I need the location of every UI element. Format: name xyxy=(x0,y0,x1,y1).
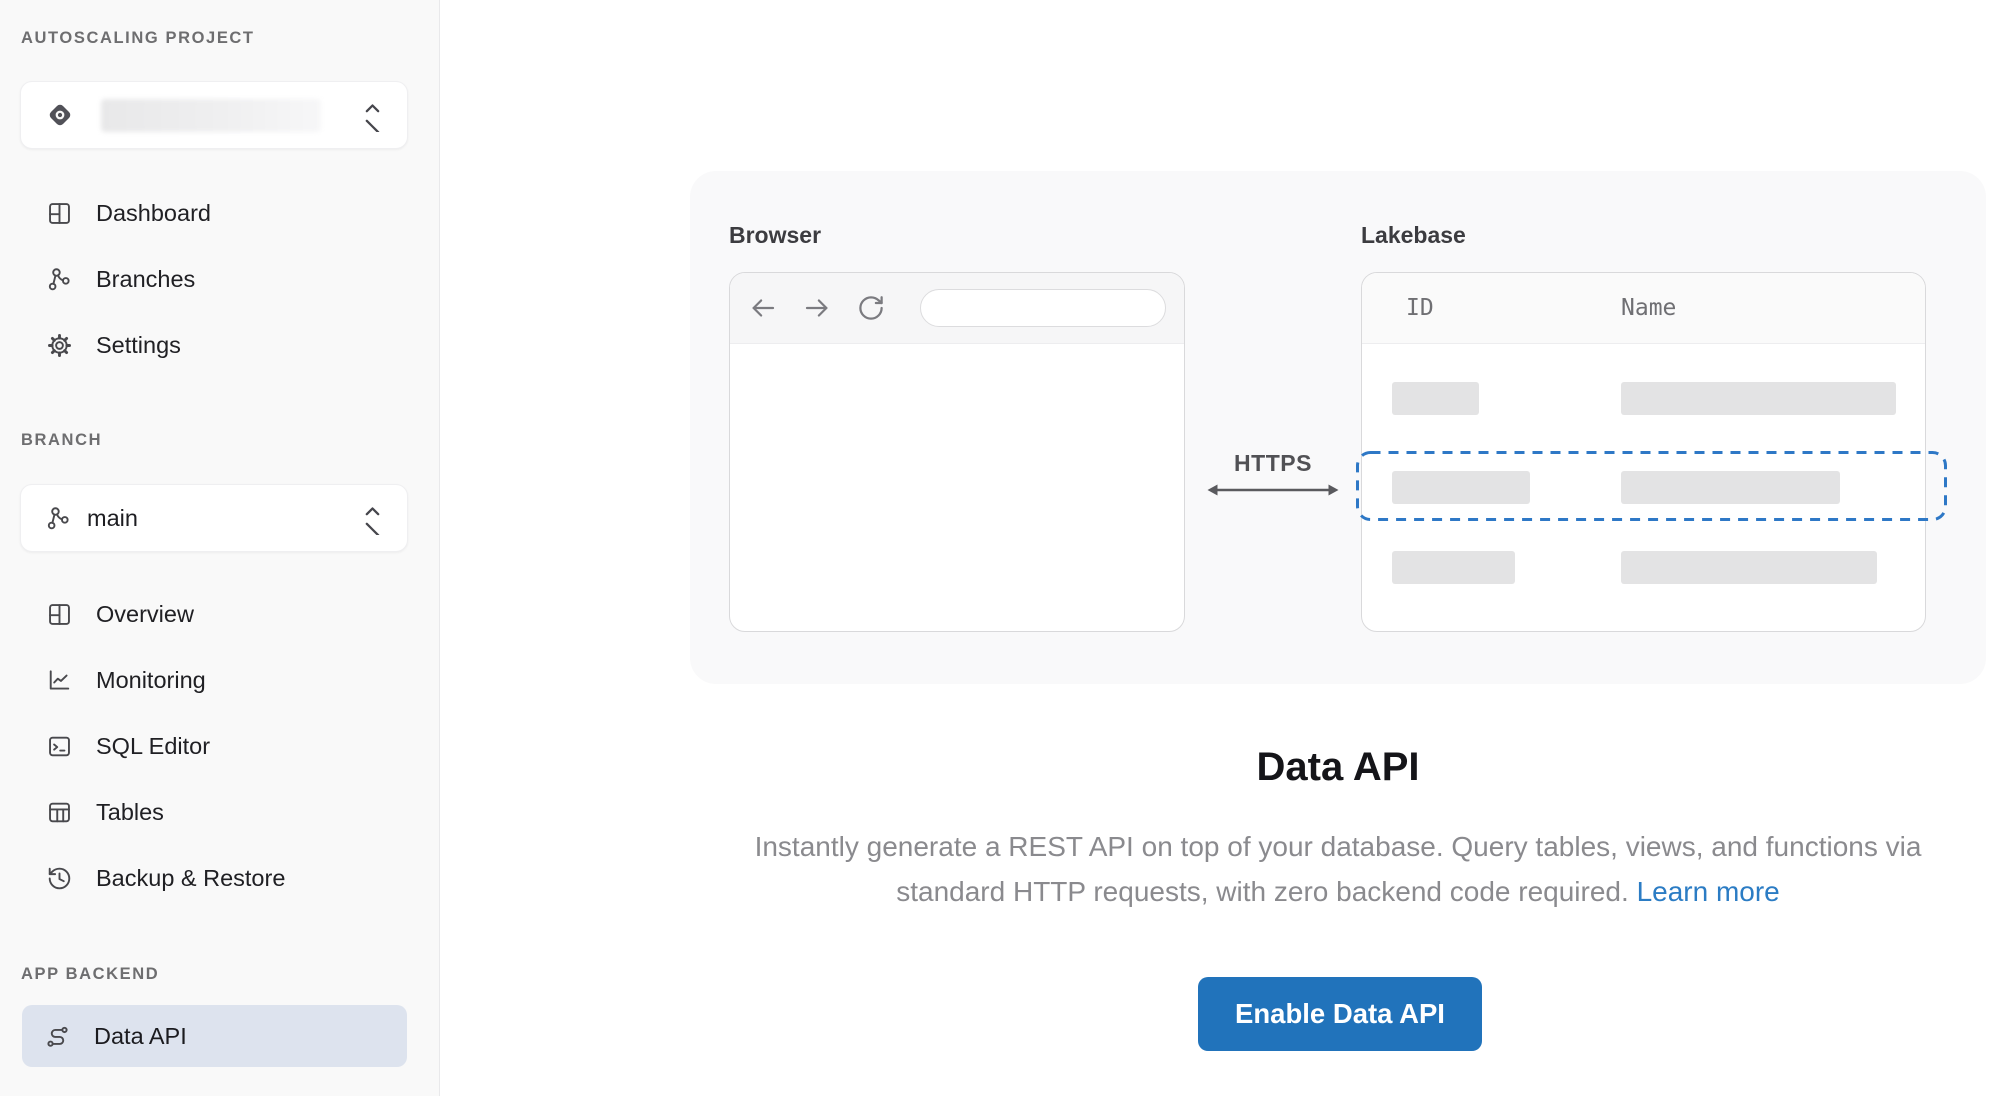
history-clock-icon xyxy=(48,867,71,889)
double-arrow-icon xyxy=(1207,484,1339,496)
dashboard-icon xyxy=(49,202,70,224)
sidebar-item-monitoring[interactable]: Monitoring xyxy=(0,647,440,713)
chevron-up-down-icon xyxy=(362,503,383,540)
sidebar-item-label: Monitoring xyxy=(96,666,206,693)
project-nav: Dashboard Branches Settings xyxy=(0,180,440,378)
browser-window-mock xyxy=(729,272,1185,632)
project-selector[interactable] xyxy=(20,81,408,149)
page-title: Data API xyxy=(1256,745,1420,789)
placeholder-bar xyxy=(1621,471,1840,504)
placeholder-bar xyxy=(1392,471,1530,504)
refresh-icon xyxy=(859,296,883,320)
table-icon xyxy=(49,802,70,822)
sidebar-item-overview[interactable]: Overview xyxy=(0,581,440,647)
project-icon xyxy=(45,100,75,130)
project-section-label: AUTOSCALING PROJECT xyxy=(21,29,255,47)
sidebar-item-dashboard[interactable]: Dashboard xyxy=(0,180,440,246)
branch-selector[interactable]: main xyxy=(20,484,408,552)
gear-icon xyxy=(48,333,71,357)
terminal-icon xyxy=(49,736,70,756)
sidebar-item-label: Tables xyxy=(96,798,164,825)
chart-icon xyxy=(49,669,70,690)
sidebar-item-label: Settings xyxy=(96,331,181,358)
sidebar-item-sql-editor[interactable]: SQL Editor xyxy=(0,713,440,779)
sidebar-item-label: Backup & Restore xyxy=(96,864,286,891)
overview-icon xyxy=(49,603,70,625)
sidebar-item-tables[interactable]: Tables xyxy=(0,779,440,845)
placeholder-bar xyxy=(1621,551,1877,584)
branch-icon xyxy=(45,505,72,532)
https-label: HTTPS xyxy=(1234,450,1312,476)
sidebar-item-data-api-selected[interactable]: Data API xyxy=(22,1005,407,1067)
sidebar-item-branches[interactable]: Branches xyxy=(0,246,440,312)
browser-toolbar-mock xyxy=(730,273,1184,344)
sidebar-item-label: Overview xyxy=(96,600,194,627)
lakebase-mock-label: Lakebase xyxy=(1361,222,1466,248)
chevron-up-down-icon xyxy=(362,100,383,137)
back-arrow-icon xyxy=(752,299,775,317)
placeholder-bar xyxy=(1621,382,1896,415)
description: Instantly generate a REST API on top of … xyxy=(690,824,1986,914)
sidebar-item-label: Dashboard xyxy=(96,199,211,226)
sidebar-item-settings[interactable]: Settings xyxy=(0,312,440,378)
url-bar-mock xyxy=(920,289,1166,327)
description-line-1: Instantly generate a REST API on top of … xyxy=(754,831,1922,862)
description-line-2: standard HTTP requests, with zero backen… xyxy=(896,876,1780,907)
column-header-name: Name xyxy=(1621,295,1677,321)
column-header-id: ID xyxy=(1406,295,1434,321)
branch-selector-value: main xyxy=(87,504,138,531)
sidebar-item-label: SQL Editor xyxy=(96,732,211,759)
data-api-route-icon xyxy=(47,1026,68,1047)
browser-mock-label: Browser xyxy=(729,222,822,248)
branch-nav: Overview Monitoring SQL Editor xyxy=(0,581,440,911)
sidebar-item-label: Data API xyxy=(94,1022,187,1049)
enable-data-api-button[interactable]: Enable Data API xyxy=(1198,977,1482,1051)
branch-section-label: BRANCH xyxy=(21,431,103,449)
forward-arrow-icon xyxy=(805,299,828,317)
sidebar: AUTOSCALING PROJECT xyxy=(0,0,440,1096)
placeholder-bar xyxy=(1392,382,1479,415)
table-header-row: ID Name xyxy=(1362,273,1925,344)
sidebar-item-label: Branches xyxy=(96,265,196,292)
https-connection: HTTPS xyxy=(1206,450,1340,504)
sidebar-item-backup-restore[interactable]: Backup & Restore xyxy=(0,845,440,911)
selected-row-dashed-outline xyxy=(1356,451,1947,521)
branch-icon xyxy=(48,267,70,290)
placeholder-bar xyxy=(1392,551,1515,584)
app-backend-section-label: APP BACKEND xyxy=(21,965,160,983)
learn-more-link[interactable]: Learn more xyxy=(1636,876,1780,907)
project-name-redacted xyxy=(101,98,321,132)
